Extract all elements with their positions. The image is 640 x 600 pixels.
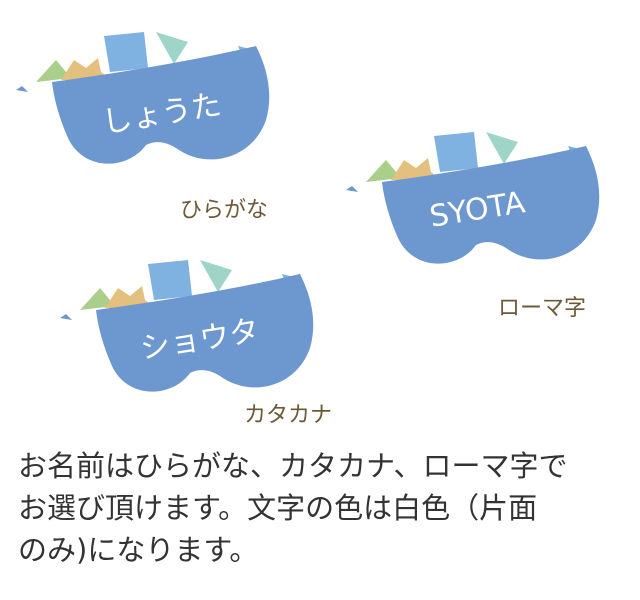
name-tag-katakana: ショウタ <box>60 248 314 408</box>
name-tag-hiragana: しょうた <box>16 20 270 180</box>
description-line-2: お選び頂けます。文字の色は白色（片面 <box>18 491 538 526</box>
description: お名前はひらがな、カタカナ、ローマ字で お選び頂けます。文字の色は白色（片面 の… <box>18 445 628 571</box>
description-line-3: のみ)になります。 <box>18 533 259 568</box>
caption-hiragana: ひらがな <box>180 198 269 223</box>
description-line-1: お名前はひらがな、カタカナ、ローマ字で <box>18 449 568 483</box>
name-tag-romaji: SYOTA <box>346 120 600 280</box>
caption-katakana: カタカナ <box>244 403 333 428</box>
caption-romaji: ローマ字 <box>498 296 587 321</box>
